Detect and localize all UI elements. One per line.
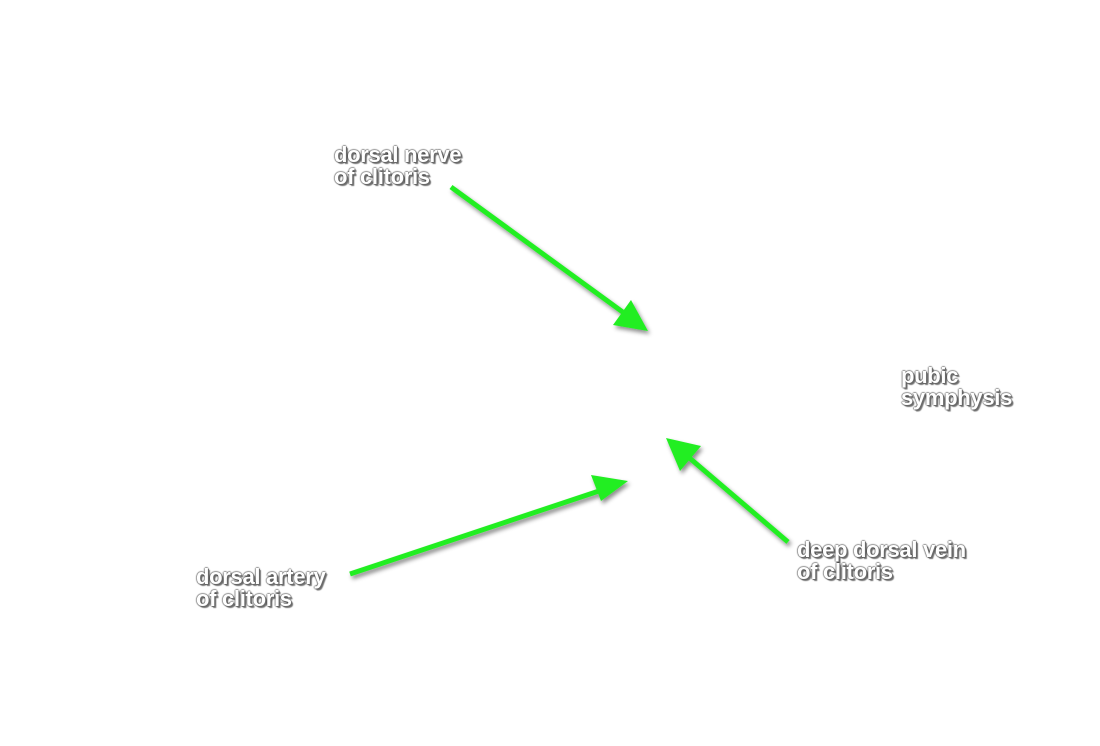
label-dorsal-artery-line1: dorsal artery: [196, 564, 326, 589]
label-dorsal-nerve-line2: of clitoris: [334, 164, 430, 189]
vein-arrow: [666, 438, 790, 544]
nerve-arrow: [449, 184, 648, 331]
artery-arrow: [349, 475, 628, 577]
label-pubic-symphysis-line2: symphysis: [901, 385, 1013, 410]
label-deep-dorsal-vein: deep dorsal vein of clitoris: [797, 539, 966, 583]
label-dorsal-artery-line2: of clitoris: [196, 586, 292, 611]
label-pubic-symphysis: pubic symphysis: [901, 365, 1012, 409]
label-deep-dorsal-vein-line2: of clitoris: [797, 559, 893, 584]
label-pubic-symphysis-line1: pubic: [901, 363, 959, 388]
label-dorsal-nerve: dorsal nerve of clitoris: [334, 142, 462, 189]
label-dorsal-nerve-line1: dorsal nerve: [334, 142, 462, 167]
label-deep-dorsal-vein-line1: deep dorsal vein: [797, 537, 966, 562]
label-dorsal-artery: dorsal artery of clitoris: [196, 564, 326, 611]
